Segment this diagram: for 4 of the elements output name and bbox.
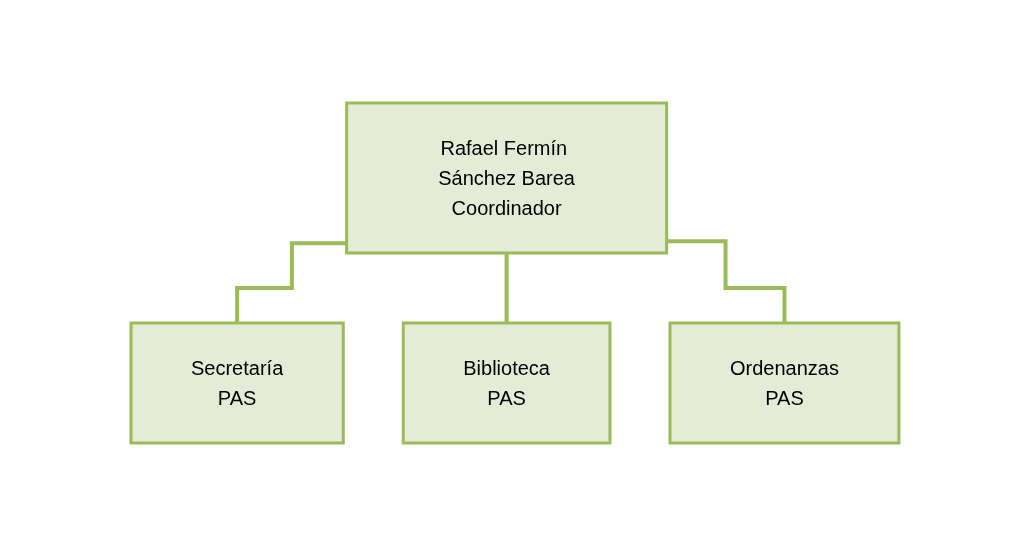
node-box: Biblioteca PAS [401,321,611,444]
node-box: Rafael Fermín Sánchez Barea Coordinador [344,101,668,254]
node-box: Ordenanzas PAS [668,321,900,444]
node-box: Secretaría PAS [129,321,345,444]
